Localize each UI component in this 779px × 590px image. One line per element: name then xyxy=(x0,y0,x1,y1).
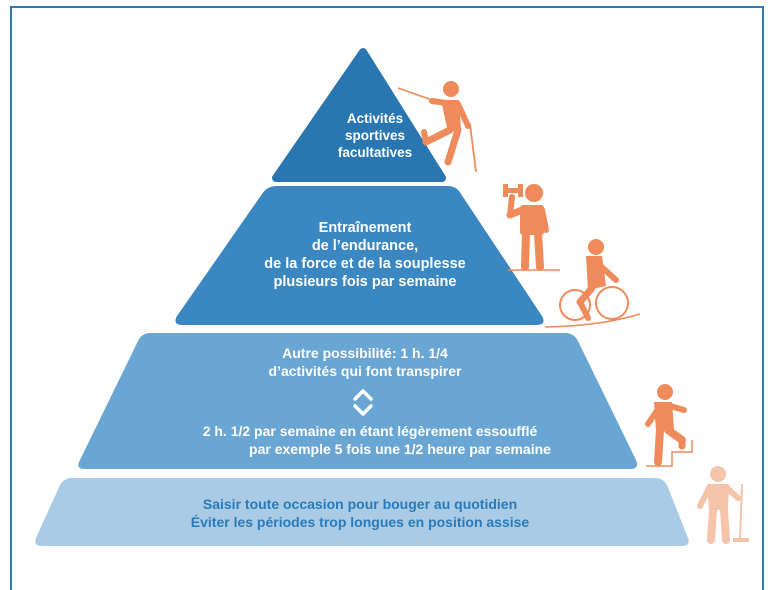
pyramid-tier-1 xyxy=(272,48,446,182)
pyramid-tier-2 xyxy=(175,186,544,325)
tier-1-line: facultatives xyxy=(337,144,413,160)
tier-2-line: Entraînement xyxy=(318,220,412,236)
tier-3-line: d’activités qui font transpirer xyxy=(268,362,462,379)
tier-4-line: Éviter les périodes trop longues en posi… xyxy=(190,513,530,530)
diagram-frame xyxy=(10,6,764,590)
tier-4-line: Saisir toute occasion pour bouger au quo… xyxy=(202,496,518,512)
tier-1-line: Activités xyxy=(346,111,404,126)
pyramid-tier-3 xyxy=(78,333,638,469)
tier-1-line: sportives xyxy=(344,127,406,143)
tier-2-line: de la force et de la souplesse xyxy=(264,256,466,273)
cyclist-icon xyxy=(544,239,641,328)
tier-2-label: Entraînement de l’endurance, de la force… xyxy=(225,219,505,292)
tier-3-line: par exemple 5 fois une 1/2 heure par sem… xyxy=(249,440,551,457)
tier-3-main-label: 2 h. 1/2 par semaine en étant légèrement… xyxy=(150,423,590,458)
tier-2-line: de l’endurance, xyxy=(311,238,419,255)
tier-1-label: Activités sportives facultatives xyxy=(290,111,460,162)
tier-3-line: Autre possibilité: 1 h. 1/4 xyxy=(282,345,448,361)
up-down-chevrons-icon xyxy=(353,389,373,416)
stair-climber-icon xyxy=(645,384,693,467)
tier-3-alternative-label: Autre possibilité: 1 h. 1/4 d’activités … xyxy=(200,345,530,380)
tier-4-label: Saisir toute occasion pour bouger au quo… xyxy=(100,496,620,531)
pyramid-tier-4 xyxy=(35,478,689,546)
tier-3-line: 2 h. 1/2 par semaine en étant légèrement… xyxy=(202,423,538,439)
dumbbell-lifter-icon xyxy=(503,184,560,271)
climber-icon xyxy=(397,81,477,173)
person-sweeping-icon xyxy=(697,466,749,544)
tier-2-line: plusieurs fois par semaine xyxy=(273,274,457,291)
